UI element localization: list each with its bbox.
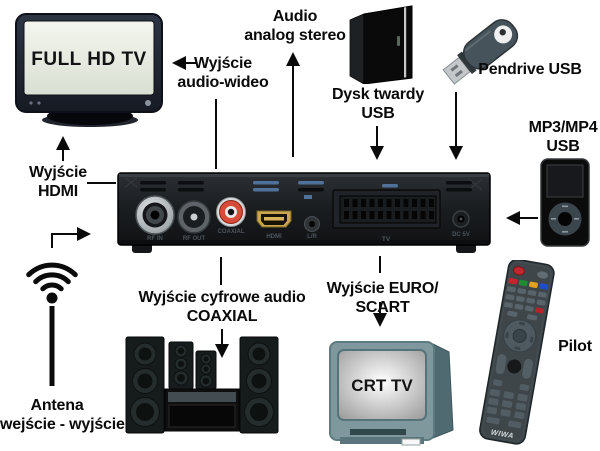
settopbox-rear-panel: RF IN RF OUT COAXIAL HDMI L/R bbox=[117, 172, 491, 253]
svg-text:TV: TV bbox=[382, 236, 391, 243]
crt-tv-icon: CRT TV bbox=[329, 341, 454, 446]
svg-text:L/R: L/R bbox=[307, 234, 317, 240]
label-pilot: Pilot bbox=[558, 338, 592, 355]
svg-text:DC 5V: DC 5V bbox=[452, 232, 470, 238]
pendrive-icon bbox=[442, 19, 519, 85]
label-antenna-line1: Antena bbox=[30, 397, 84, 414]
label-audio-analog-line1: Audio bbox=[272, 8, 318, 25]
label-digital-audio-line2: COAXIAL bbox=[186, 308, 258, 325]
label-hdmi-out-line1: Wyjście bbox=[29, 164, 87, 181]
label-audio-video-out-line1: Wyjście bbox=[194, 55, 252, 72]
svg-text:COAXIAL: COAXIAL bbox=[218, 229, 245, 235]
label-scart-out: Wyjście EURO/ SCART bbox=[326, 280, 439, 316]
label-usb-hdd-line1: Dysk twardy bbox=[331, 86, 425, 103]
rf-in-port: RF IN bbox=[135, 195, 175, 242]
label-audio-analog: Audio analog stereo bbox=[243, 7, 347, 45]
label-mp3-line2: USB bbox=[546, 138, 580, 155]
label-mp3-line1: MP3/MP4 bbox=[528, 119, 598, 136]
audio-lr-jack: L/R bbox=[304, 216, 320, 240]
crt-tv-screen-text: CRT TV bbox=[351, 376, 413, 395]
label-pendrive: Pendrive USB bbox=[478, 61, 582, 78]
label-antenna-line2: wejście - wyjście bbox=[0, 416, 125, 433]
hdmi-port: HDMI bbox=[256, 210, 292, 240]
label-usb-hdd: Dysk twardy USB bbox=[328, 85, 428, 123]
usb-hdd-icon bbox=[349, 5, 413, 84]
label-antenna: Antena wejście - wyjście bbox=[0, 396, 125, 434]
label-audio-video-out-line2: audio-wideo bbox=[177, 74, 269, 91]
dc-power-jack: DC 5V bbox=[452, 210, 470, 238]
svg-text:HDMI: HDMI bbox=[266, 234, 282, 240]
arrow-antenna-to-device bbox=[51, 227, 91, 248]
scart-port: TV bbox=[332, 189, 441, 243]
label-digital-audio: Wyjście cyfrowe audio COAXIAL bbox=[132, 288, 312, 326]
coaxial-rca-port: COAXIAL bbox=[216, 197, 246, 235]
flat-tv-icon: FULL HD TV bbox=[15, 13, 163, 127]
label-usb-hdd-line2: USB bbox=[361, 105, 395, 122]
label-hdmi-out-line2: HDMI bbox=[37, 183, 79, 200]
label-hdmi-out: Wyjście HDMI bbox=[18, 163, 98, 201]
remote-brand-text: WIWA bbox=[490, 427, 514, 440]
label-mp3: MP3/MP4 USB bbox=[523, 118, 600, 156]
label-audio-video-out: Wyjście audio-wideo bbox=[175, 54, 271, 92]
speaker-system-icon bbox=[125, 336, 279, 434]
mp3-player-icon bbox=[540, 158, 590, 247]
label-audio-analog-line2: analog stereo bbox=[244, 27, 346, 44]
vent-slots bbox=[140, 181, 472, 199]
flat-tv-screen-text: FULL HD TV bbox=[31, 49, 146, 70]
remote-control-icon: WIWA bbox=[479, 260, 555, 445]
label-digital-audio-line1: Wyjście cyfrowe audio bbox=[138, 289, 306, 306]
antenna-icon bbox=[26, 262, 78, 386]
svg-text:RF IN: RF IN bbox=[147, 236, 163, 242]
rf-out-port: RF OUT bbox=[177, 200, 211, 242]
svg-text:RF OUT: RF OUT bbox=[183, 236, 206, 242]
